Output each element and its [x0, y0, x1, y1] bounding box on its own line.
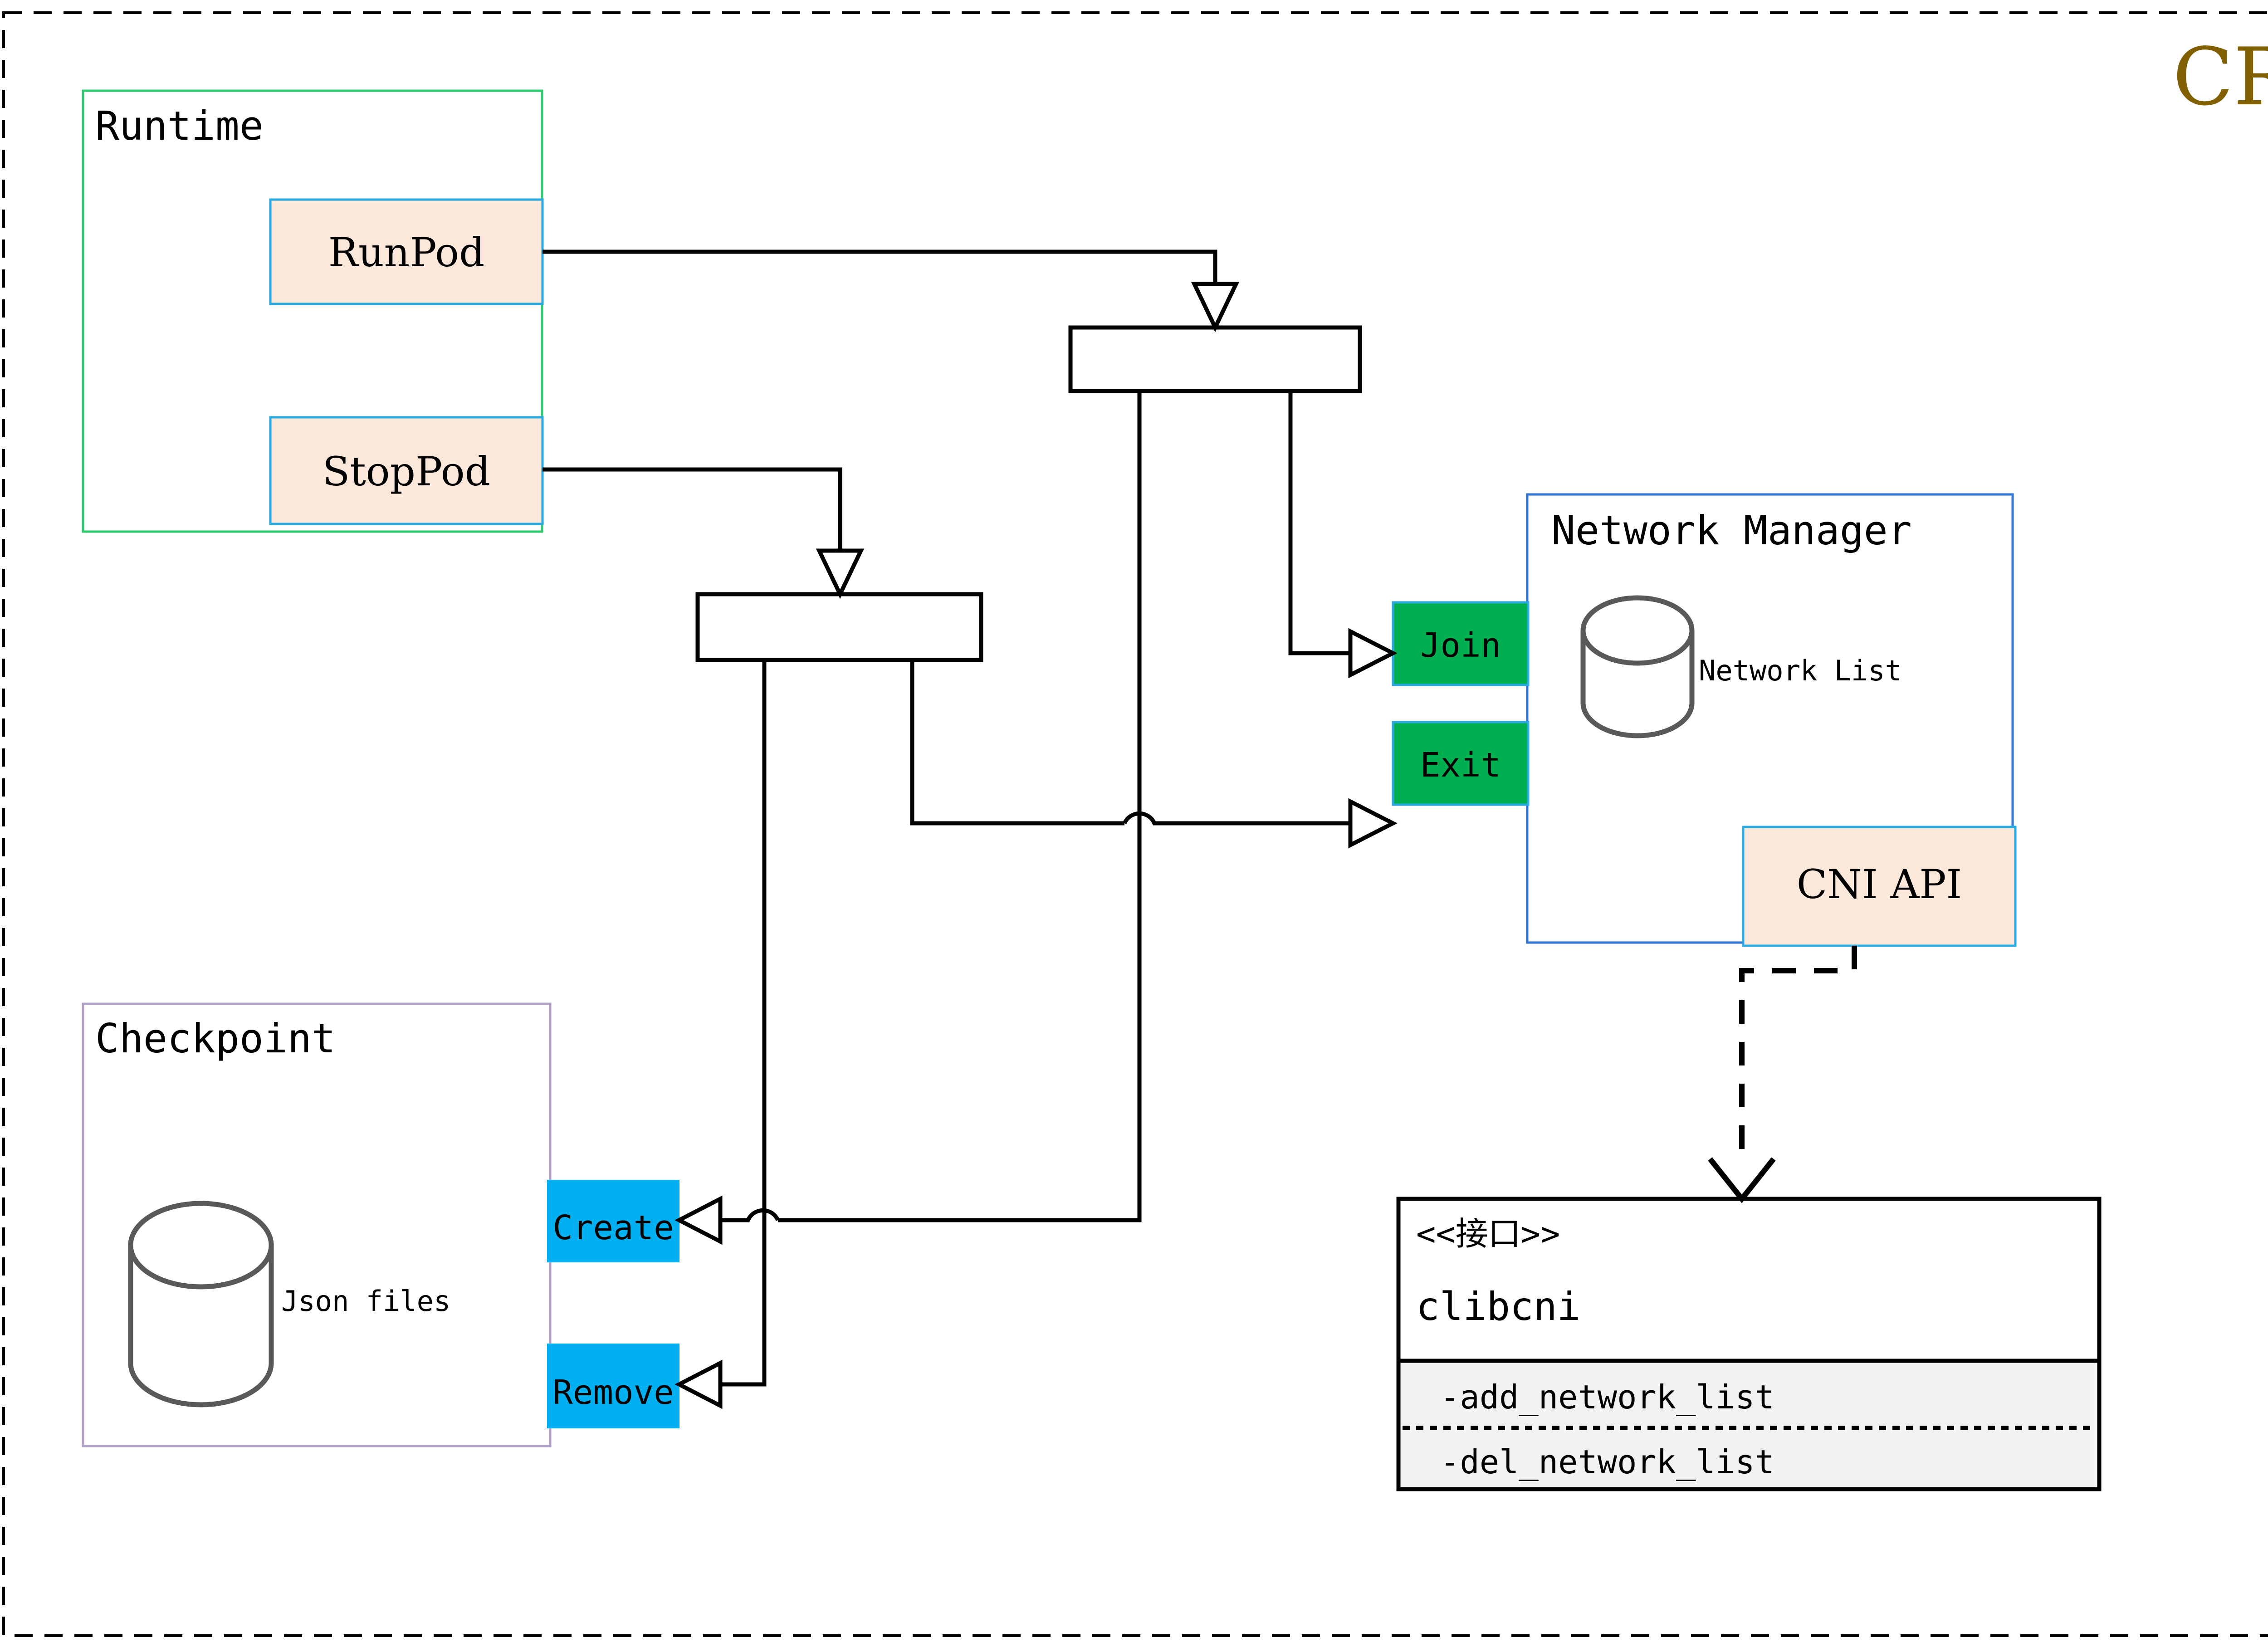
operation-runpod[interactable]: [269, 198, 544, 305]
interface-stereotype: <<接口>>: [1416, 1215, 1560, 1253]
linehop-create-over-remove-line: [708, 1208, 780, 1222]
arrowhead-runpod-fork: [1191, 282, 1240, 332]
operation-join[interactable]: [1392, 601, 1530, 686]
connector-fork2-left-to-remove: [708, 660, 767, 1387]
interface-method-add: -add_network_list: [1440, 1378, 1774, 1416]
connector-fork1-left-to-create: [778, 391, 1142, 1222]
operation-create[interactable]: [547, 1180, 679, 1262]
operation-remove-label: Remove: [552, 1373, 674, 1412]
container-checkpoint-label: Checkpoint: [95, 1015, 336, 1062]
connector-stoppod-to-fork: [543, 467, 842, 557]
arrowhead-exit: [1348, 798, 1398, 849]
connector-runpod-to-fork: [543, 249, 1217, 290]
operation-cni-api-label: CNI API: [1797, 861, 1962, 908]
operation-runpod-label: RunPod: [328, 229, 485, 276]
container-network-manager-label: Network Manager: [1551, 507, 1912, 554]
interface-name: clibcni: [1416, 1284, 1580, 1329]
outer-frame: [2, 11, 2268, 1637]
operation-remove[interactable]: [547, 1344, 679, 1428]
operation-exit-label: Exit: [1420, 746, 1501, 785]
arrowhead-join: [1348, 628, 1398, 679]
operation-stoppod[interactable]: [269, 416, 544, 525]
connector-fork1-right-to-join: [1288, 391, 1354, 655]
connector-cniapi-to-clibcni: [1739, 946, 1857, 1161]
network-manager-store-label: Network List: [1699, 654, 1902, 687]
operation-stoppod-label: StopPod: [323, 448, 490, 495]
arrowhead-remove: [675, 1359, 723, 1409]
interface-method-del: -del_network_list: [1440, 1443, 1774, 1481]
linehop-exit-over-create-line: [1122, 811, 1354, 826]
checkpoint-store-label: Json files: [281, 1285, 450, 1318]
page-title: CRI: [2173, 31, 2268, 123]
interface-methods-compartment: [1396, 1359, 2102, 1491]
arrowhead-create: [675, 1195, 723, 1245]
cylinder-database-icon-checkpoint: [128, 1201, 274, 1408]
fork-bar-runpod: [1068, 325, 1362, 393]
operation-create-label: Create: [552, 1208, 674, 1247]
operation-join-label: Join: [1420, 626, 1501, 665]
cylinder-database-icon-networklist: [1580, 595, 1695, 738]
arrowhead-stoppod-fork: [816, 548, 865, 599]
arrowhead-clibcni-realization: [1708, 1157, 1776, 1203]
container-runtime-label: Runtime: [95, 103, 264, 149]
operation-cni-api[interactable]: [1742, 826, 2017, 947]
operation-exit[interactable]: [1392, 721, 1530, 806]
connector-fork2-right-to-exit: [910, 660, 1124, 826]
fork-bar-stoppod: [695, 592, 983, 662]
